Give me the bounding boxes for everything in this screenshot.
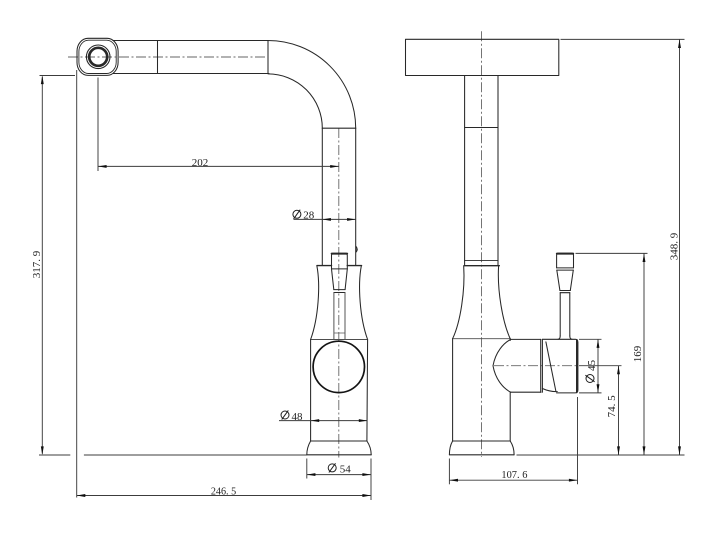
svg-text:317. 9: 317. 9 xyxy=(31,250,43,278)
svg-text:28: 28 xyxy=(303,210,315,222)
svg-text:45: 45 xyxy=(586,360,598,372)
svg-text:169: 169 xyxy=(632,345,644,362)
svg-text:246. 5: 246. 5 xyxy=(211,486,237,498)
svg-text:54: 54 xyxy=(340,464,352,476)
svg-text:107. 6: 107. 6 xyxy=(501,469,527,481)
svg-text:348. 9: 348. 9 xyxy=(668,232,680,260)
svg-text:74. 5: 74. 5 xyxy=(606,395,618,418)
svg-text:48: 48 xyxy=(292,411,304,423)
svg-text:202: 202 xyxy=(192,157,209,169)
